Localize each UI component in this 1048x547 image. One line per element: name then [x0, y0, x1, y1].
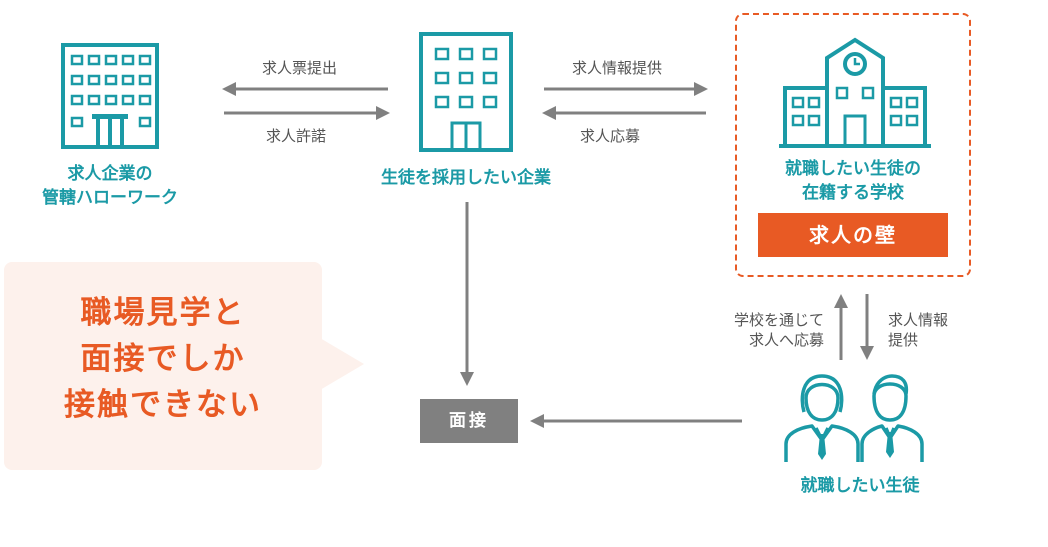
label-school-apply: 学校を通じて 求人へ応募 — [700, 310, 824, 350]
arrow-job-apply — [542, 106, 706, 120]
school-label-line2: 在籍する学校 — [802, 183, 904, 203]
students-label: 就職したい生徒 — [800, 476, 920, 496]
wall-badge: 求人の壁 — [758, 213, 948, 257]
label-student-info-line1: 求人情報 — [888, 311, 949, 329]
hello-work-label-line2: 管轄ハローワーク — [42, 188, 178, 208]
arrow-job-permit — [224, 106, 390, 120]
school-building-icon — [779, 37, 931, 148]
label-school-apply-line2: 求人へ応募 — [748, 331, 824, 349]
callout-line1: 職場見学と — [80, 295, 246, 331]
students-icon — [784, 374, 924, 462]
arrow-students-to-school — [834, 294, 848, 360]
arrow-students-to-interview — [530, 414, 742, 428]
callout-line2: 面接でしか — [80, 341, 246, 377]
label-student-info-line2: 提供 — [888, 331, 919, 349]
hello-work-label-line1: 求人企業の — [67, 164, 153, 184]
company-building-icon — [419, 32, 513, 152]
label-job-apply: 求人応募 — [580, 127, 641, 145]
label-job-info-provide: 求人情報提供 — [572, 59, 663, 77]
interview-box: 面接 — [420, 399, 518, 443]
hello-work-building-icon — [61, 43, 159, 149]
arrow-job-info-provide — [544, 82, 708, 96]
hello-work-label: 求人企業の 管轄ハローワーク — [30, 162, 190, 210]
arrow-job-submit — [222, 82, 388, 96]
label-student-info: 求人情報 提供 — [888, 310, 948, 350]
company-label: 生徒を採用したい企業 — [381, 168, 551, 188]
callout-line3: 接触できない — [64, 387, 262, 423]
label-job-submit: 求人票提出 — [262, 59, 338, 77]
label-school-apply-line1: 学校を通じて — [733, 311, 824, 329]
callout-bubble-tail — [320, 338, 364, 390]
callout-bubble — [4, 262, 322, 470]
arrow-school-to-students — [860, 294, 874, 360]
label-job-permit: 求人許諾 — [266, 127, 327, 145]
school-label-line1: 就職したい生徒の — [785, 159, 921, 179]
arrow-company-to-interview — [460, 202, 474, 386]
school-dashed-box — [735, 13, 971, 277]
callout-text: 職場見学と 面接でしか 接触できない — [4, 290, 322, 428]
school-label: 就職したい生徒の 在籍する学校 — [745, 157, 961, 205]
